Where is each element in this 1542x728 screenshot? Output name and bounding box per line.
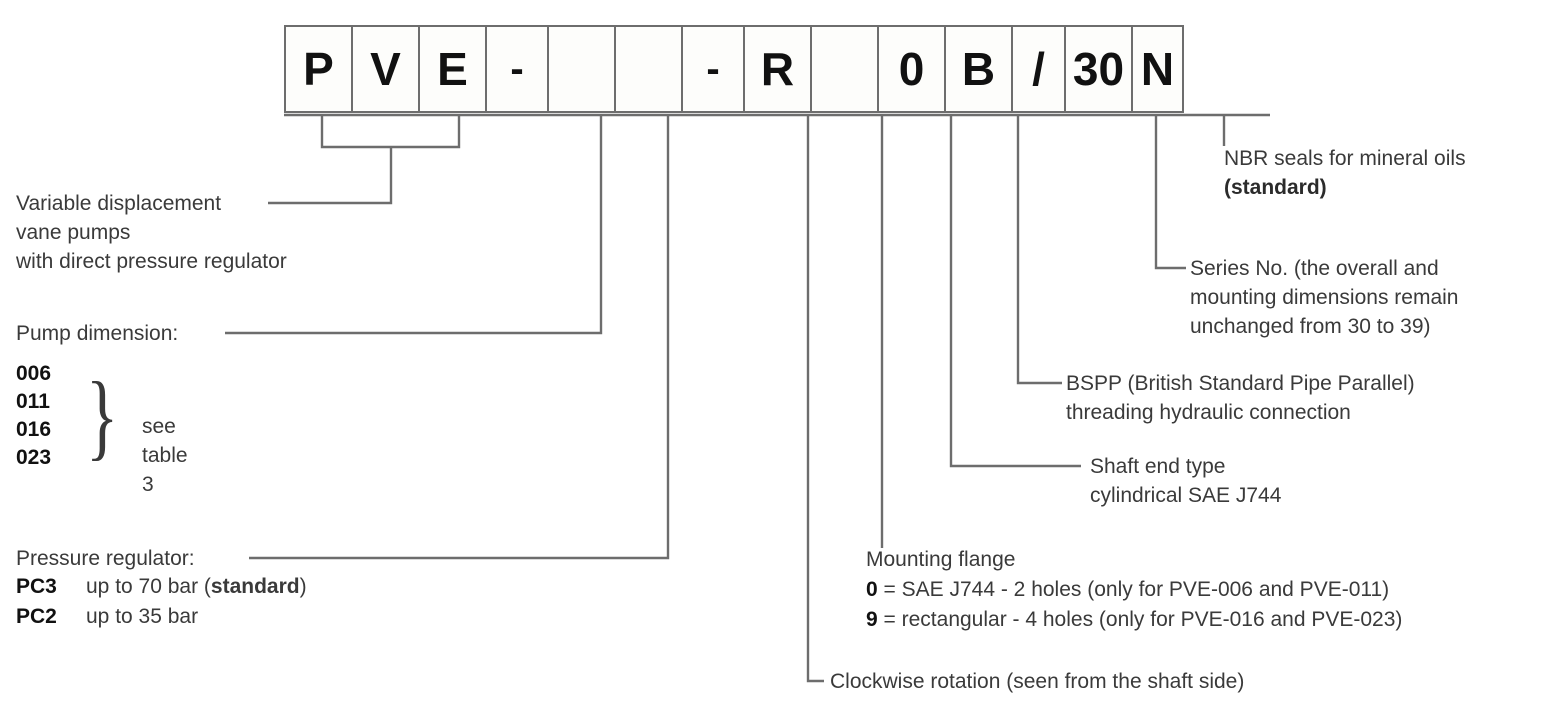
callout-series-no: Series No. (the overall and mounting dim…	[1190, 254, 1458, 341]
code-box-12: /	[1011, 25, 1064, 113]
shaft-end-line-2: cylindrical SAE J744	[1090, 484, 1282, 507]
series-no-line-1: Series No. (the overall and	[1190, 257, 1439, 280]
bspp-line-2: threading hydraulic connection	[1066, 401, 1351, 424]
family-line-1: Variable displacement	[16, 192, 222, 215]
callout-seals: NBR seals for mineral oils (standard)	[1224, 144, 1466, 202]
leader-pressure-regulator	[249, 115, 670, 560]
code-box-7: -	[681, 25, 743, 113]
pressure-regulator-row: PC3 up to 70 bar (standard)	[16, 572, 307, 602]
pressure-regulator-desc-2: up to 35 bar	[86, 605, 199, 628]
mounting-flange-option: 9 = rectangular - 4 holes (only for PVE-…	[866, 605, 1402, 635]
code-box-2: V	[351, 25, 418, 113]
leader-bspp	[1016, 115, 1062, 385]
bspp-line-1: BSPP (British Standard Pipe Parallel)	[1066, 372, 1415, 395]
code-box-11: B	[944, 25, 1011, 113]
pressure-regulator-heading: Pressure regulator:	[16, 547, 195, 570]
code-box-1: P	[284, 25, 351, 113]
mounting-flange-code-1: 0	[866, 578, 878, 601]
code-box-4: -	[485, 25, 547, 113]
pressure-regulator-desc-1: up to 70 bar (standard)	[86, 575, 307, 598]
mounting-flange-heading: Mounting flange	[866, 548, 1016, 571]
callout-family: Variable displacement vane pumps with di…	[16, 189, 287, 276]
mounting-flange-desc-1: = SAE J744 - 2 holes (only for PVE-006 a…	[883, 578, 1390, 601]
callout-shaft-end: Shaft end type cylindrical SAE J744	[1090, 452, 1281, 510]
code-box-10: 0	[877, 25, 944, 113]
leader-rotation	[806, 115, 824, 683]
leader-series-no	[1154, 115, 1186, 270]
pump-dimension-code-2: 011	[16, 390, 50, 413]
pressure-regulator-table: PC3 up to 70 bar (standard) PC2 up to 35…	[16, 572, 307, 632]
mounting-flange-option: 0 = SAE J744 - 2 holes (only for PVE-006…	[866, 575, 1402, 605]
series-no-line-2: mounting dimensions remain	[1190, 286, 1459, 309]
pressure-regulator-row: PC2 up to 35 bar	[16, 602, 307, 632]
mounting-flange-code-2: 9	[866, 608, 878, 631]
pump-dimension-codes: 006 011 016 023	[16, 360, 51, 472]
callout-pump-dimension-heading: Pump dimension:	[16, 319, 178, 348]
family-line-2: vane pumps	[16, 221, 131, 244]
pump-dimension-note: see table 3	[142, 415, 188, 496]
code-box-8: R	[743, 25, 810, 113]
pressure-regulator-code-2: PC2	[16, 605, 57, 628]
code-box-5	[547, 25, 614, 113]
pump-dimension-code-4: 023	[16, 446, 52, 469]
code-box-3: E	[418, 25, 485, 113]
pressure-regulator-code-1: PC3	[16, 575, 57, 598]
code-box-6	[614, 25, 681, 113]
code-box-13: 30	[1064, 25, 1131, 113]
callout-pressure-regulator-heading: Pressure regulator:	[16, 544, 195, 573]
family-line-3: with direct pressure regulator	[16, 250, 287, 273]
model-code-string: P V E - - R 0 B / 30 N	[284, 25, 1184, 113]
pump-dimension-heading: Pump dimension:	[16, 322, 179, 345]
leader-shaft-end	[949, 115, 1081, 468]
mounting-flange-desc-2: = rectangular - 4 holes (only for PVE-01…	[883, 608, 1403, 631]
pump-dimension-code-1: 006	[16, 362, 52, 385]
leader-pve-bracket	[320, 115, 461, 149]
pump-dimension-code-3: 016	[16, 418, 52, 441]
rotation-text: Clockwise rotation (seen from the shaft …	[830, 670, 1245, 693]
code-box-9	[810, 25, 877, 113]
pump-dimension-brace: }	[86, 362, 119, 469]
series-no-line-3: unchanged from 30 to 39)	[1190, 315, 1431, 338]
callout-rotation: Clockwise rotation (seen from the shaft …	[830, 667, 1244, 696]
seals-line-1: NBR seals for mineral oils	[1224, 147, 1466, 170]
callout-bspp: BSPP (British Standard Pipe Parallel) th…	[1066, 369, 1415, 427]
shaft-end-line-1: Shaft end type	[1090, 455, 1226, 478]
code-box-14: N	[1131, 25, 1184, 113]
seals-line-2: (standard)	[1224, 176, 1327, 199]
callout-mounting-flange: Mounting flange 0 = SAE J744 - 2 holes (…	[866, 545, 1402, 635]
